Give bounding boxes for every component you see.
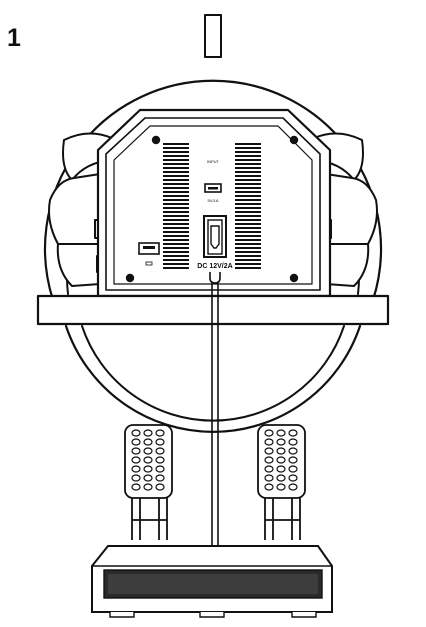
port-top-sublabel: 5V/1A <box>208 198 219 203</box>
dc-port-label: DC 12V/2A <box>197 263 232 270</box>
power-cable <box>211 283 219 546</box>
dc-power-socket: DC 12V/2A <box>197 215 233 284</box>
top-center-marker <box>204 14 222 58</box>
step-number: 1 <box>7 24 21 52</box>
usb-port-left <box>138 242 160 266</box>
right-pedal <box>257 424 306 540</box>
pedal-base <box>91 545 333 618</box>
usb-port-top: INPUT 5V/1A <box>204 159 222 203</box>
mounting-plate <box>36 294 390 326</box>
vent-grille-right <box>235 143 261 269</box>
vent-grille-left <box>163 143 189 269</box>
port-top-label: INPUT <box>207 159 220 164</box>
left-pedal <box>124 424 173 540</box>
